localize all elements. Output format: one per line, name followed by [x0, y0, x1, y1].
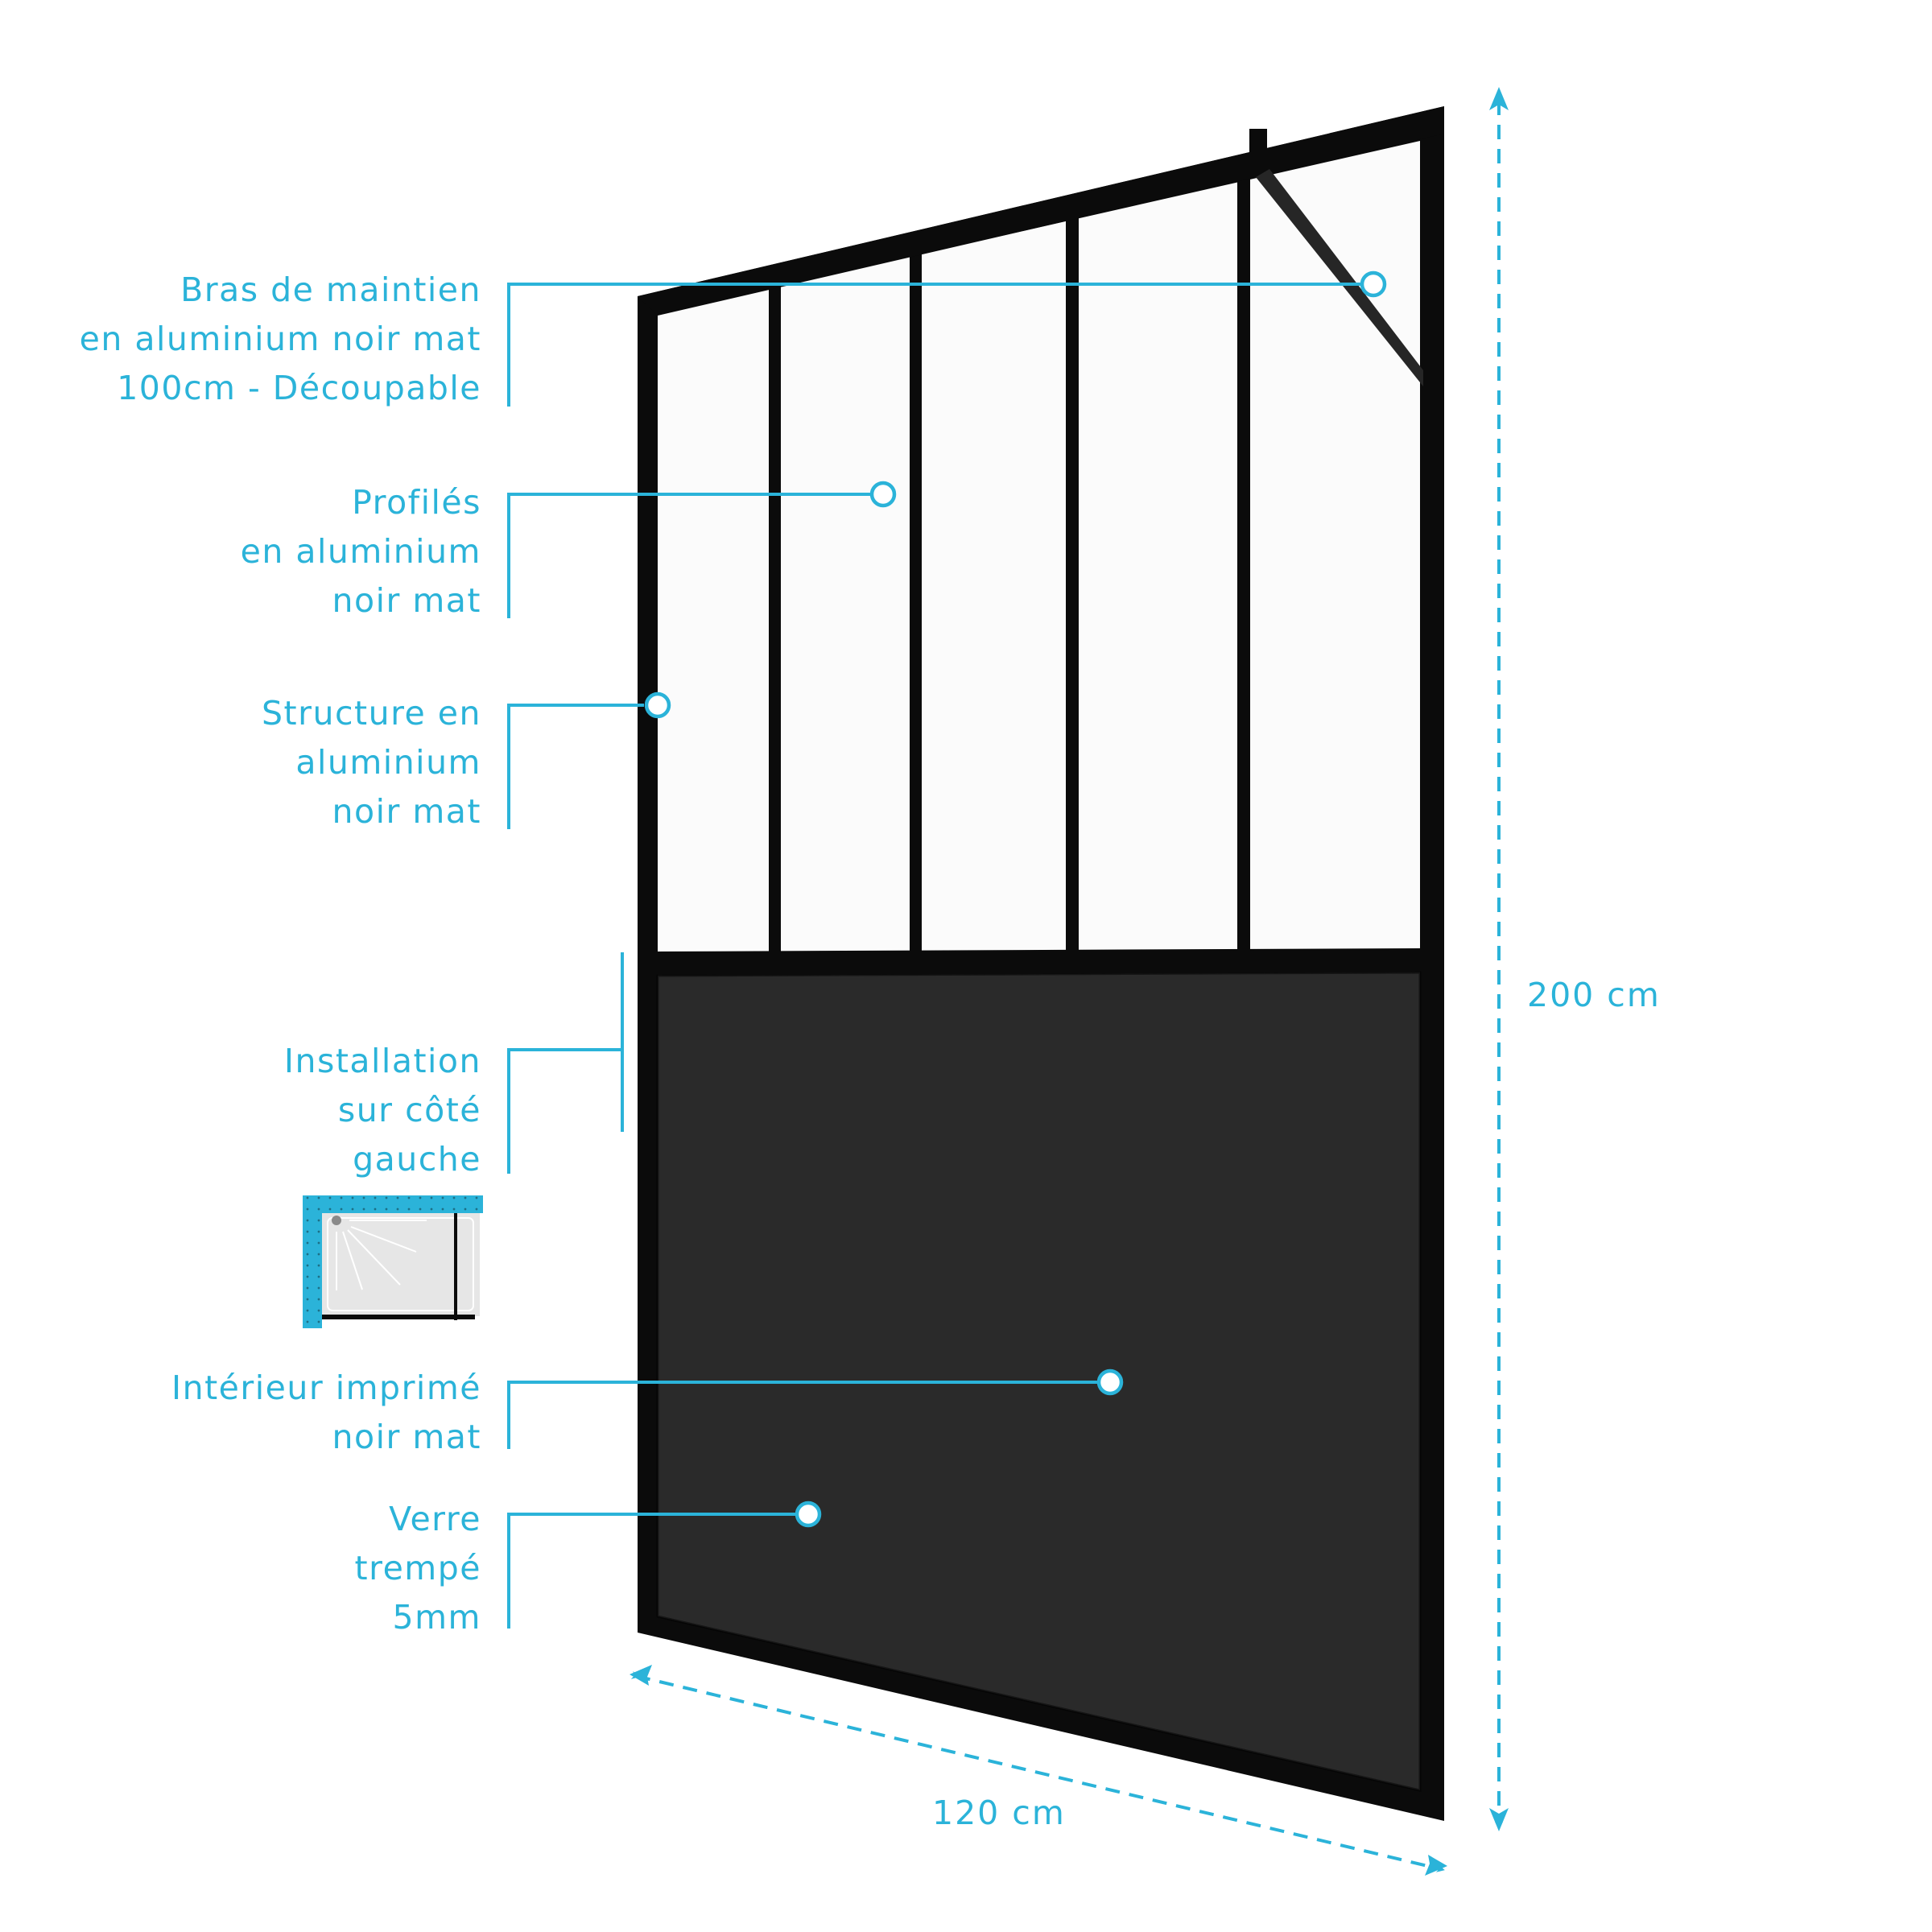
- leader-structure: [507, 704, 644, 829]
- callout-line: sur côté: [337, 1091, 481, 1129]
- dot-structure: [644, 691, 671, 719]
- dot-interieur: [1096, 1368, 1124, 1396]
- arrow-up-icon: [1489, 87, 1509, 110]
- callout-line: noir mat: [332, 581, 481, 620]
- callout-structure: Structure en aluminium noir mat: [262, 689, 481, 836]
- callout-line: noir mat: [332, 1418, 481, 1456]
- arrow-left-icon: [630, 1665, 652, 1686]
- mullion-3: [1066, 217, 1079, 955]
- callout-line: en aluminium: [240, 532, 481, 571]
- callout-line: trempé: [354, 1549, 481, 1587]
- callout-line: en aluminium noir mat: [79, 320, 481, 358]
- arrow-right-icon: [1425, 1855, 1447, 1876]
- callout-profiles: Profilés en aluminium noir mat: [241, 478, 481, 625]
- shower-screen: [638, 106, 1444, 1821]
- callout-line: Profilés: [352, 483, 481, 522]
- shower-tray-left-wall-icon: [303, 1195, 483, 1328]
- callout-line: 100cm - Découpable: [117, 369, 481, 407]
- dot-verre: [795, 1501, 822, 1528]
- glass-upper: [658, 141, 1420, 955]
- dot-profiles: [869, 481, 897, 508]
- callout-dots: [644, 270, 1387, 1528]
- height-dimension-label: 200 cm: [1527, 976, 1661, 1014]
- callout-line: Intérieur imprimé: [171, 1368, 481, 1407]
- callout-line: gauche: [353, 1140, 481, 1179]
- width-dimension-label: 120 cm: [932, 1794, 1066, 1832]
- leader-interieur: [507, 1381, 1097, 1449]
- callout-line: Verre: [389, 1500, 481, 1538]
- mullion-2: [910, 252, 922, 956]
- callout-line: Bras de maintien: [180, 270, 481, 309]
- mullion-1: [769, 284, 781, 958]
- callout-installation: Installation sur côté gauche: [284, 1037, 481, 1184]
- top-rail: [638, 106, 1444, 316]
- callout-leaders: [507, 283, 1373, 1629]
- callout-line: Installation: [283, 1042, 481, 1080]
- callout-verre: Verre trempé 5mm: [355, 1495, 481, 1642]
- dot-bras: [1360, 270, 1387, 298]
- transom-bar: [658, 948, 1420, 976]
- support-arm: [1249, 129, 1423, 386]
- arrow-down-icon: [1489, 1808, 1509, 1831]
- dimension-arrowheads: [630, 87, 1509, 1876]
- callout-line: aluminium: [295, 743, 481, 782]
- callout-bras-de-maintien: Bras de maintien en aluminium noir mat 1…: [80, 266, 481, 413]
- leader-verre: [507, 1513, 798, 1629]
- leader-profiles: [507, 493, 871, 618]
- leader-bras: [507, 283, 1373, 407]
- mullion-4: [1237, 177, 1250, 953]
- leader-installation: [507, 1048, 622, 1174]
- callout-line: Structure en: [262, 694, 481, 733]
- callout-interieur: Intérieur imprimé noir mat: [171, 1364, 481, 1462]
- callout-line: noir mat: [332, 792, 481, 831]
- dimension-lines: [630, 97, 1503, 1872]
- callout-line: 5mm: [392, 1598, 481, 1637]
- width-dimension-line: [630, 1670, 1445, 1872]
